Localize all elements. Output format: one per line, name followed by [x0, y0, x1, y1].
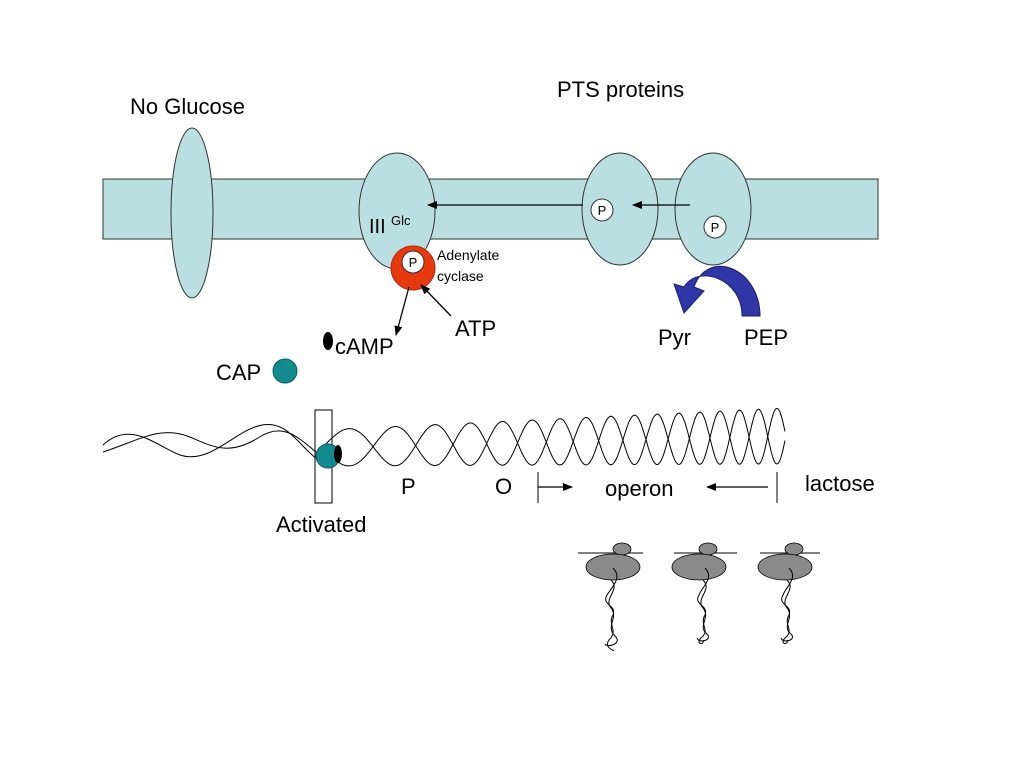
cyclase-label: cyclase [437, 268, 484, 284]
atp-arrow [420, 284, 452, 317]
dna-strand-b [321, 407, 786, 467]
camp-arrow [394, 286, 410, 336]
cap-molecule-icon [272, 358, 298, 384]
no-glucose-title: No Glucose [130, 94, 245, 119]
iii-label: III [369, 216, 386, 238]
dna-strand-a [321, 408, 786, 467]
phosphate-label: P [711, 220, 720, 235]
operon-label: operon [605, 476, 674, 501]
operator-label: O [495, 474, 512, 499]
camp-molecule-icon [323, 332, 333, 350]
phosphate-icon [401, 250, 425, 274]
ribosome-icon [578, 542, 643, 651]
ribosome-icon [671, 542, 737, 645]
phosphate-icon [590, 198, 614, 222]
pep-to-pyr-arrow-icon [673, 265, 761, 317]
pep-label: PEP [744, 325, 788, 350]
pts-proteins-title: PTS proteins [557, 77, 684, 102]
phosphate-label: P [598, 203, 607, 218]
lactose-label: lactose [805, 471, 875, 496]
atp-label: ATP [455, 316, 496, 341]
dna-double-helix [102, 407, 786, 467]
activated-label: Activated [276, 512, 367, 537]
pyr-label: Pyr [658, 325, 691, 350]
adenylate-label: Adenylate [437, 247, 499, 263]
phosphate-icon [703, 215, 727, 239]
ribosome-icon [757, 542, 820, 645]
cap-label: CAP [216, 360, 261, 385]
glucose-transporter [170, 127, 214, 299]
promoter-label: P [401, 474, 416, 499]
camp-bound-icon [334, 445, 342, 463]
glc-superscript: Glc [391, 213, 411, 228]
camp-label: cAMP [335, 334, 394, 359]
pts-protein-right [674, 152, 752, 266]
pts-protein-middle [581, 152, 659, 266]
cell-membrane [102, 178, 879, 240]
phosphate-label: P [409, 255, 418, 270]
